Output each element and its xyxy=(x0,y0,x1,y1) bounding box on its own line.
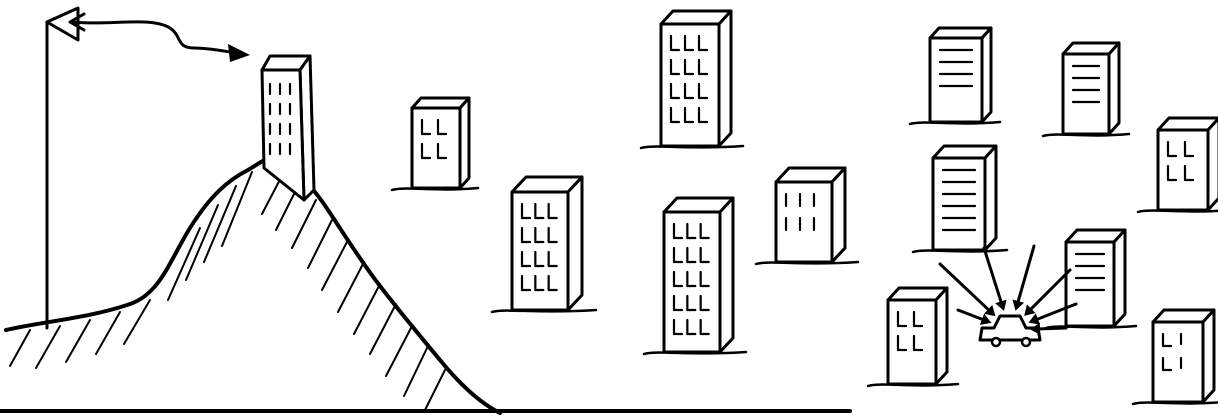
buildings-group xyxy=(392,11,1218,404)
building xyxy=(756,168,858,264)
hill xyxy=(6,158,500,413)
building xyxy=(1133,310,1218,404)
building xyxy=(644,198,746,354)
building xyxy=(910,28,1000,124)
building xyxy=(913,146,1007,252)
signal-arrow-icons xyxy=(940,246,1076,335)
building xyxy=(492,177,596,312)
building xyxy=(641,11,743,148)
curved-double-arrow xyxy=(70,14,250,62)
building xyxy=(868,288,958,386)
hilltop-tower-building xyxy=(262,56,314,200)
building xyxy=(1043,43,1129,136)
building xyxy=(392,98,478,190)
signal-arrow-icon xyxy=(1012,246,1034,311)
flag-icon xyxy=(47,8,78,328)
signal-arrow-icon xyxy=(1030,323,1066,335)
signal-arrow-icon xyxy=(984,248,1007,311)
building xyxy=(1138,118,1218,212)
